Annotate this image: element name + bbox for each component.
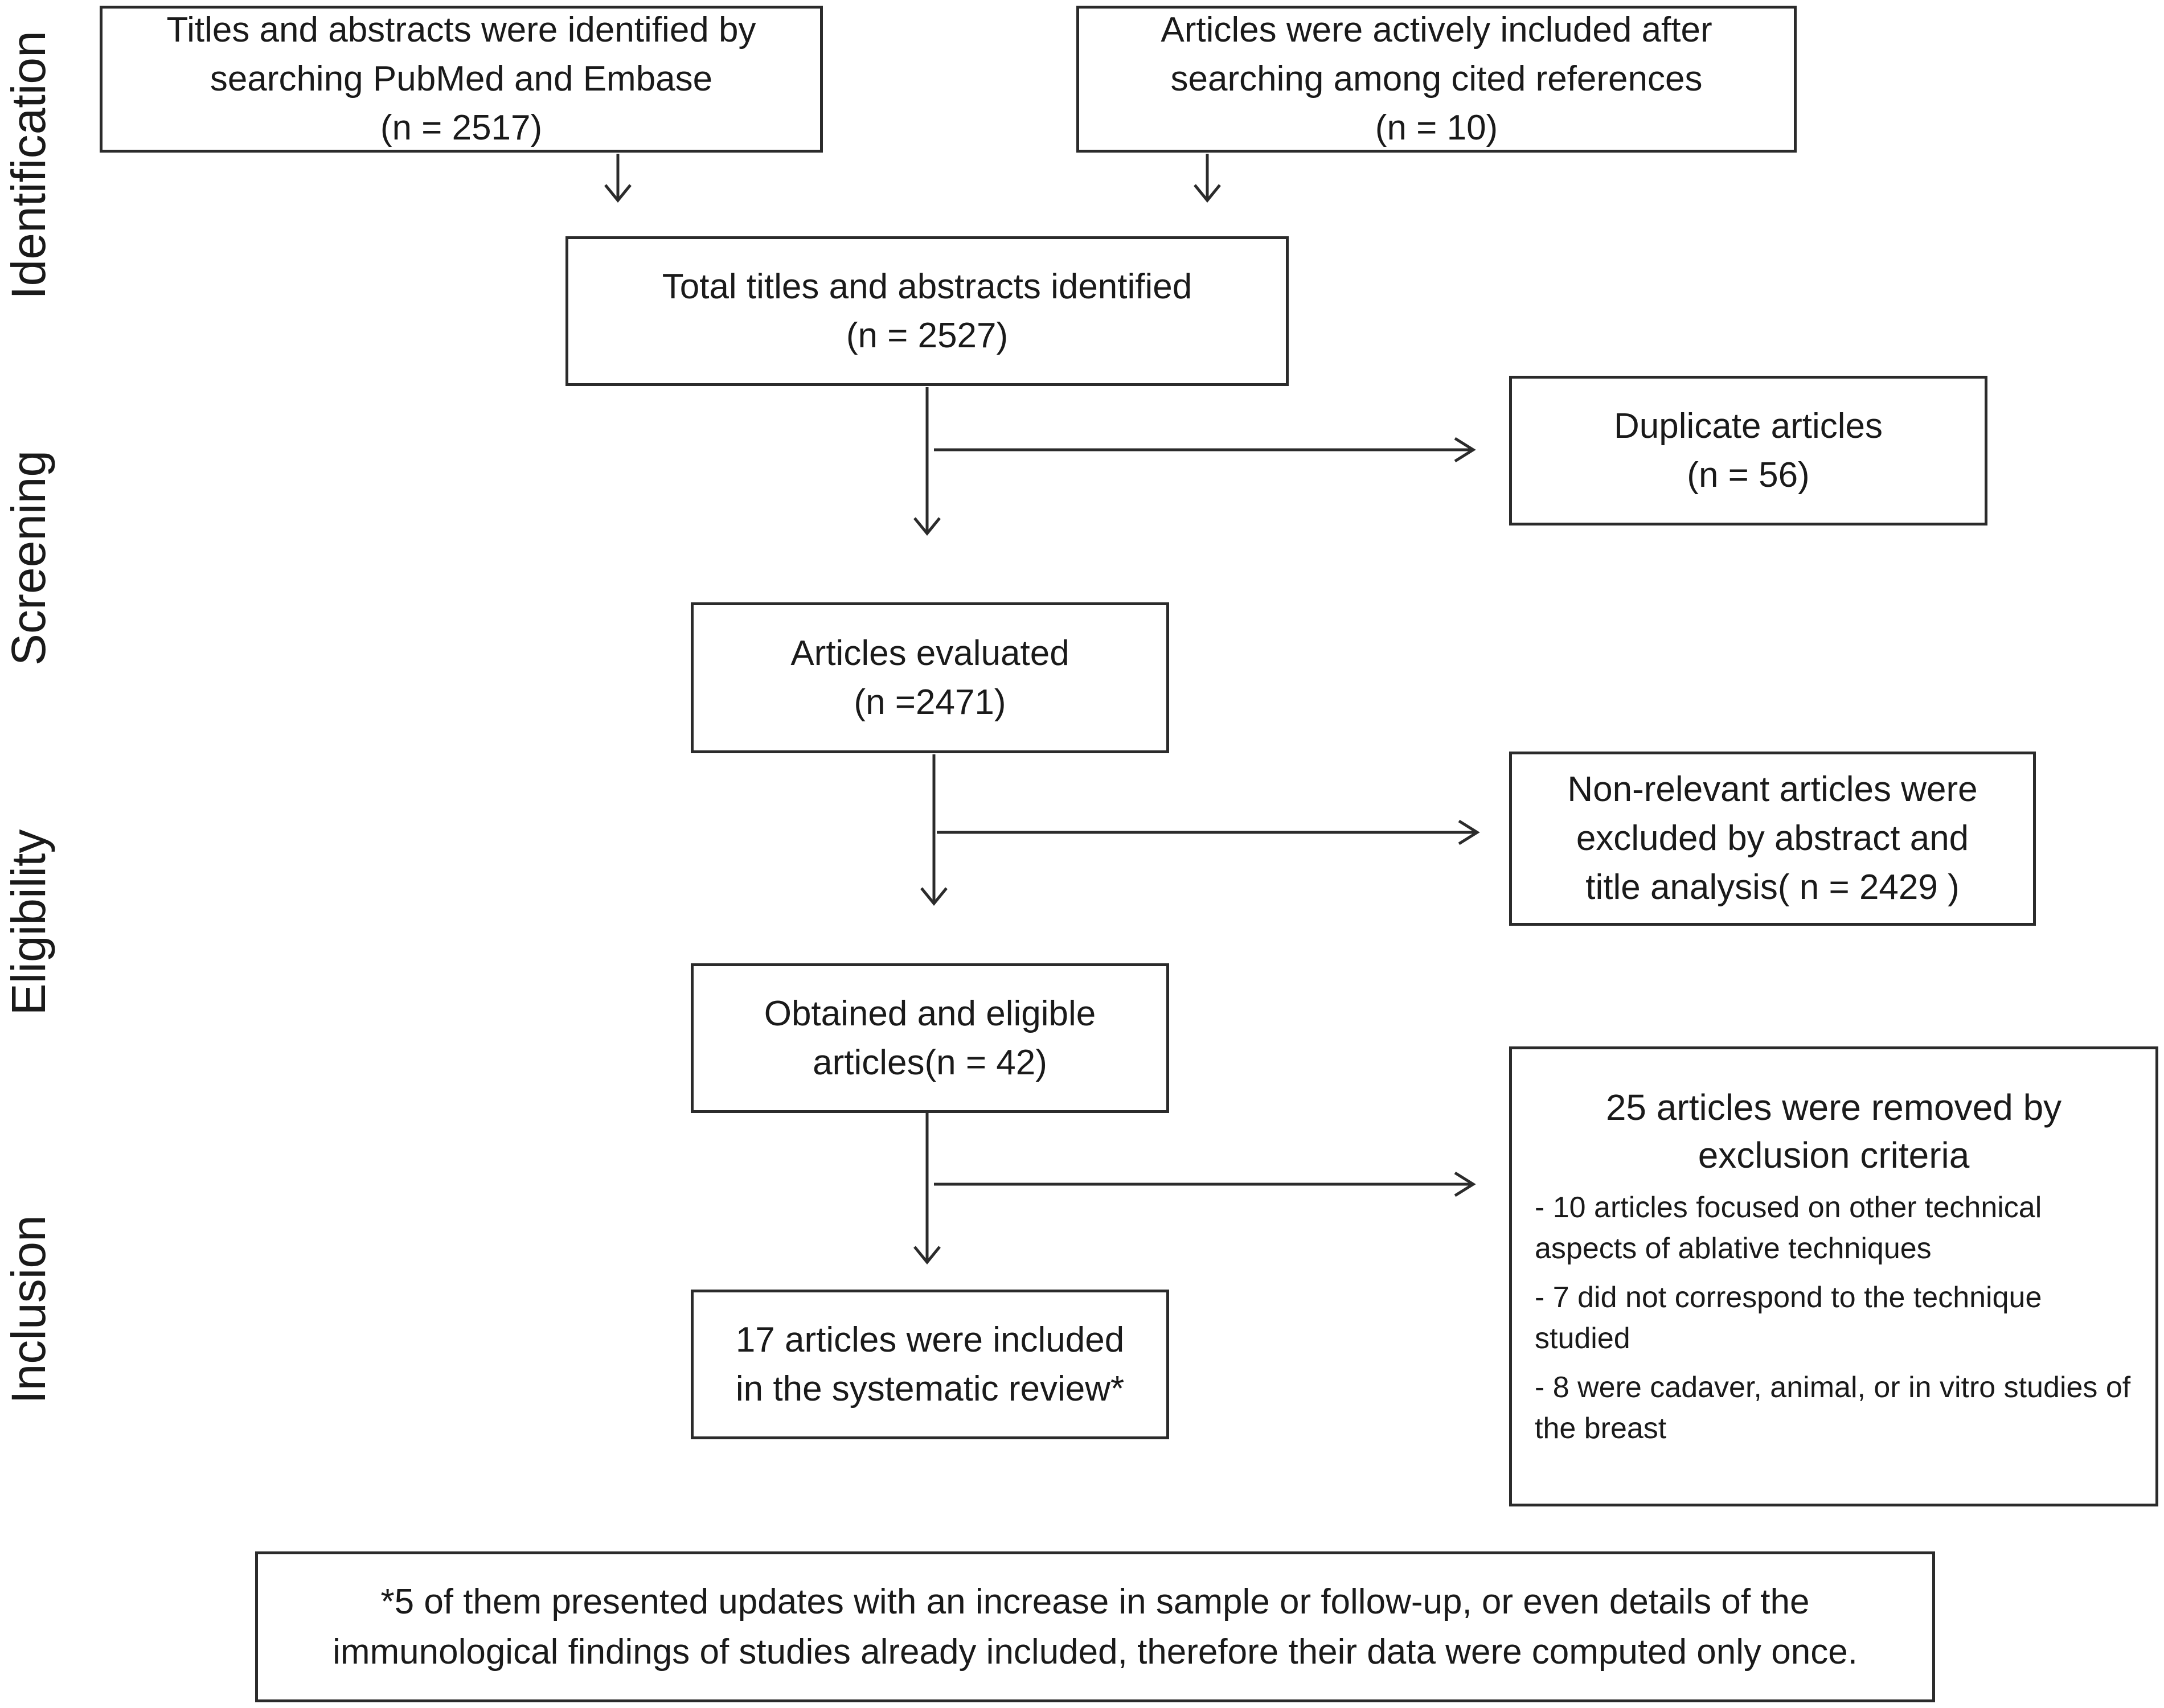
box-line: excluded by abstract and — [1576, 819, 1969, 858]
box-line: in the systematic review* — [735, 1369, 1125, 1409]
box-line: Total titles and abstracts identified — [662, 266, 1192, 306]
box-line: searching among cited references — [1170, 59, 1703, 98]
box-line: searching PubMed and Embase — [210, 59, 713, 98]
box-line: exclusion criteria — [1698, 1135, 1970, 1176]
box-line: Articles evaluated — [790, 633, 1069, 673]
box-count: (n =2471) — [854, 682, 1006, 722]
footnote-line: *5 of them presented updates with an inc… — [380, 1582, 1810, 1621]
exclusion-item: - 8 were cadaver, animal, or in vitro st… — [1535, 1371, 2131, 1445]
box-eligible-articles: Obtained and eligible articles(n = 42) — [691, 963, 1169, 1113]
box-count: (n = 2517) — [380, 108, 543, 147]
box-pubmed-embase: Titles and abstracts were identified by … — [100, 6, 823, 153]
footnote-box: *5 of them presented updates with an inc… — [255, 1551, 1935, 1702]
box-line: articles(n = 42) — [813, 1042, 1047, 1082]
box-included-articles: 17 articles were included in the systema… — [691, 1290, 1169, 1439]
box-removed-exclusion: 25 articles were removed by exclusion cr… — [1509, 1046, 2158, 1506]
box-line: 25 articles were removed by — [1605, 1087, 2062, 1128]
box-line: Titles and abstracts were identified by — [166, 10, 756, 50]
box-line: Non-relevant articles were — [1567, 770, 1978, 809]
box-total-identified: Total titles and abstracts identified (n… — [565, 236, 1289, 386]
box-non-relevant: Non-relevant articles were excluded by a… — [1509, 752, 2036, 926]
box-line: Articles were actively included after — [1161, 10, 1712, 50]
box-line: title analysis( n = 2429 ) — [1585, 868, 1960, 907]
box-count: (n = 56) — [1687, 455, 1810, 495]
box-line: Duplicate articles — [1613, 406, 1883, 446]
box-line: Obtained and eligible — [764, 993, 1096, 1033]
footnote-line: immunological findings of studies alread… — [333, 1632, 1858, 1672]
box-count: (n = 10) — [1375, 108, 1498, 147]
box-count: (n = 2527) — [846, 315, 1009, 355]
exclusion-item: - 7 did not correspond to the technique … — [1535, 1281, 2042, 1355]
exclusion-item: - 10 articles focused on other technical… — [1535, 1191, 2042, 1265]
box-duplicates: Duplicate articles (n = 56) — [1509, 376, 1987, 525]
box-cited-references: Articles were actively included after se… — [1076, 6, 1797, 153]
box-line: 17 articles were included — [735, 1320, 1125, 1360]
box-articles-evaluated: Articles evaluated (n =2471) — [691, 602, 1169, 753]
